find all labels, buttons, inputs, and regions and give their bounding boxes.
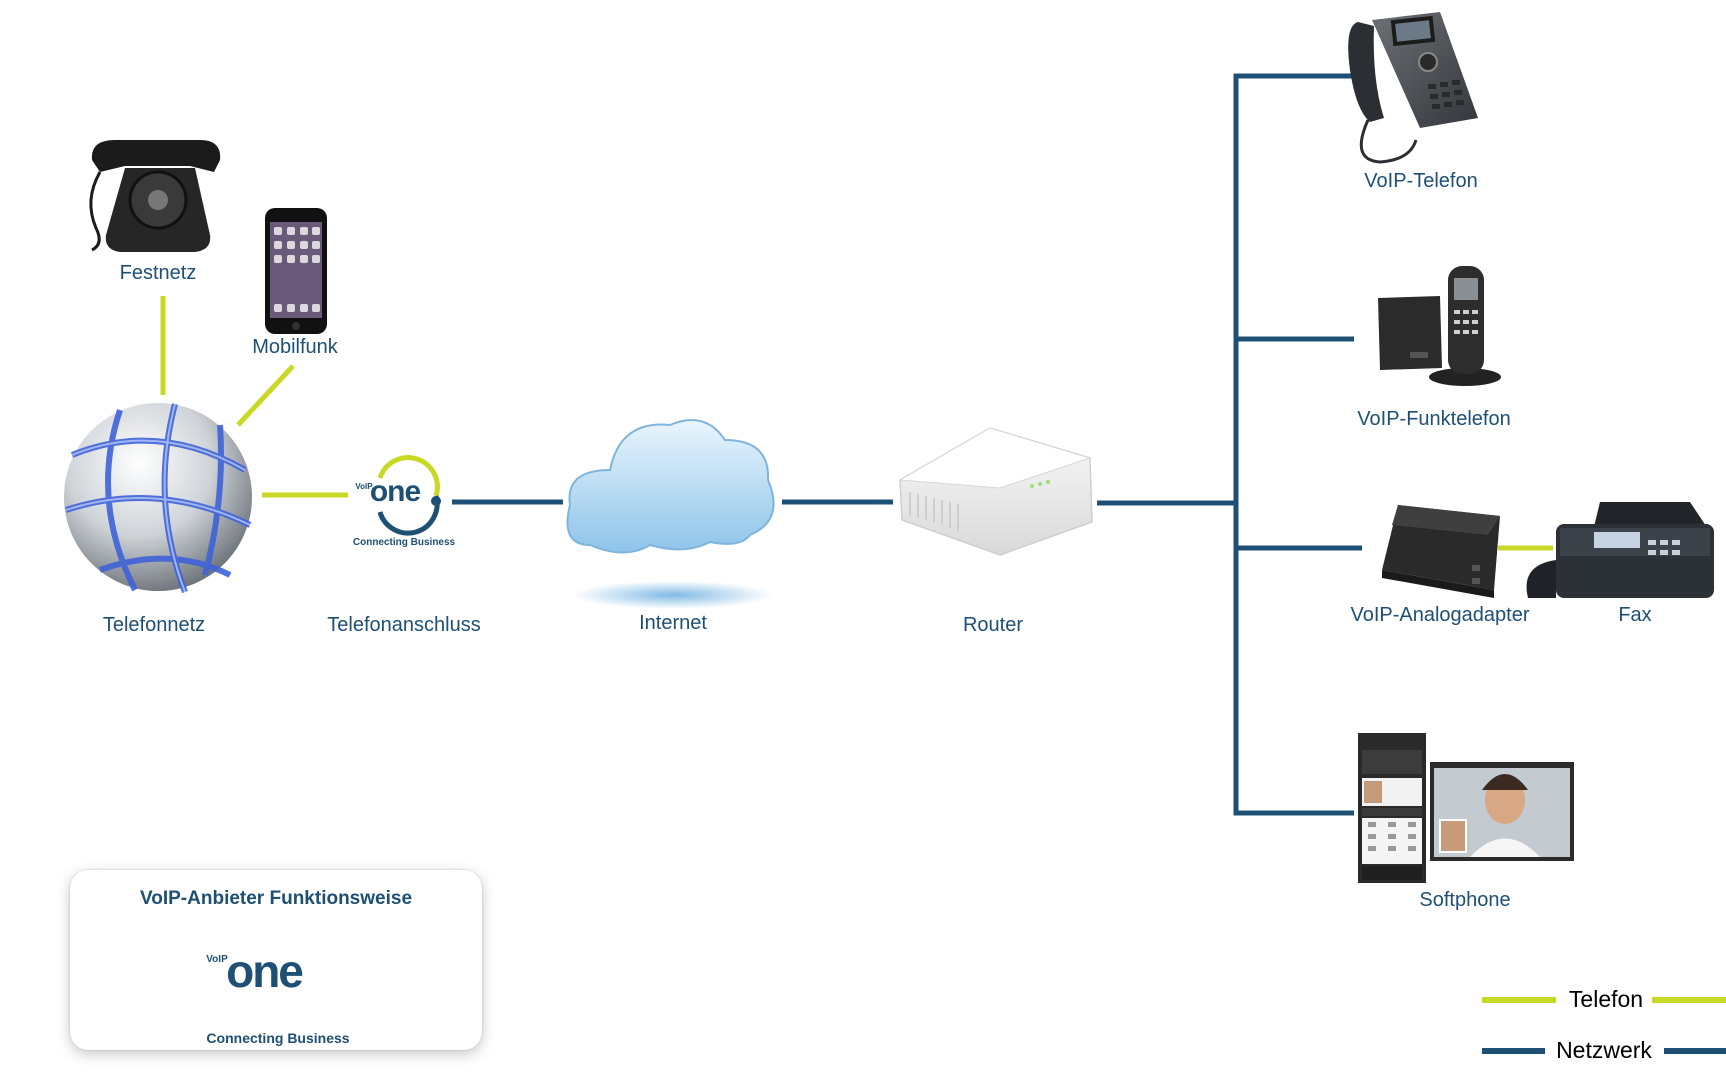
legend (1482, 997, 1726, 1054)
line-mobilfunk-telefonnetz (236, 364, 295, 427)
brand-prefix-small: VoIP (355, 482, 373, 491)
brand-tagline-large: Connecting Business (206, 1030, 350, 1046)
softphone-icon (1358, 733, 1574, 883)
cordless-phone-icon (1378, 266, 1501, 386)
netzwerk-lines (452, 73, 1362, 816)
label-internet: Internet (639, 612, 707, 634)
telefon-lines (160, 296, 1553, 551)
brand-prefix-large: VoIP (206, 954, 228, 965)
desk-phone-icon (1348, 12, 1478, 164)
label-festnetz: Festnetz (119, 262, 197, 284)
label-router: Router (962, 614, 1024, 636)
brand-name-small: one (369, 475, 421, 508)
label-voip-analogadapter: VoIP-Analogadapter (1350, 604, 1530, 626)
cloud-icon (566, 419, 775, 609)
adapter-icon (1382, 505, 1500, 598)
router-icon (898, 427, 1093, 556)
label-telefonanschluss: Telefonanschluss (327, 614, 481, 636)
label-voip-telefon: VoIP-Telefon (1364, 170, 1478, 192)
legend-telefon-label: Telefon (1568, 986, 1644, 1012)
label-softphone: Softphone (1419, 889, 1511, 911)
label-fax: Fax (1618, 604, 1652, 626)
voip-one-logo-small (377, 455, 441, 536)
smartphone-icon (265, 208, 327, 334)
info-card: VoIP-Anbieter Funktionsweise (70, 870, 482, 1050)
brand-tagline-small: Connecting Business (352, 537, 456, 548)
globe-icon (64, 403, 252, 594)
label-mobilfunk: Mobilfunk (252, 336, 338, 358)
info-card-title: VoIP-Anbieter Funktionsweise (139, 888, 413, 909)
label-telefonnetz: Telefonnetz (102, 614, 206, 636)
label-voip-funktelefon: VoIP-Funktelefon (1357, 408, 1511, 430)
legend-netzwerk-label: Netzwerk (1556, 1037, 1652, 1063)
fax-icon (1526, 502, 1714, 598)
brand-name-large: one (226, 945, 304, 997)
rotary-phone-icon (89, 140, 221, 252)
